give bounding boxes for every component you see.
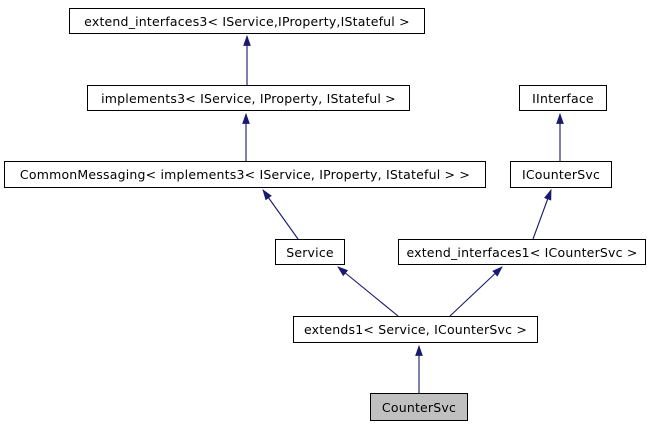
- node-extends1[interactable]: extends1< Service, ICounterSvc >: [293, 316, 538, 343]
- edge-extends1-to-extend_interfaces1: [449, 266, 503, 317]
- edge-extend_interfaces1-to-ICounterSvc: [532, 188, 552, 240]
- edge-Service-to-CommonMessaging: [262, 189, 299, 240]
- edge-extends1-to-Service: [337, 266, 399, 317]
- node-ICounterSvc[interactable]: ICounterSvc: [510, 161, 612, 188]
- node-IInterface[interactable]: IInterface: [519, 85, 607, 111]
- node-CommonMessaging[interactable]: CommonMessaging< implements3< IService, …: [4, 161, 486, 188]
- node-implements3[interactable]: implements3< IService, IProperty, IState…: [87, 85, 410, 111]
- node-CounterSvc: CounterSvc: [370, 393, 468, 421]
- node-Service[interactable]: Service: [275, 239, 345, 265]
- node-extend_interfaces1[interactable]: extend_interfaces1< ICounterSvc >: [398, 239, 646, 265]
- node-extend_interfaces3[interactable]: extend_interfaces3< IService,IProperty,I…: [69, 8, 425, 34]
